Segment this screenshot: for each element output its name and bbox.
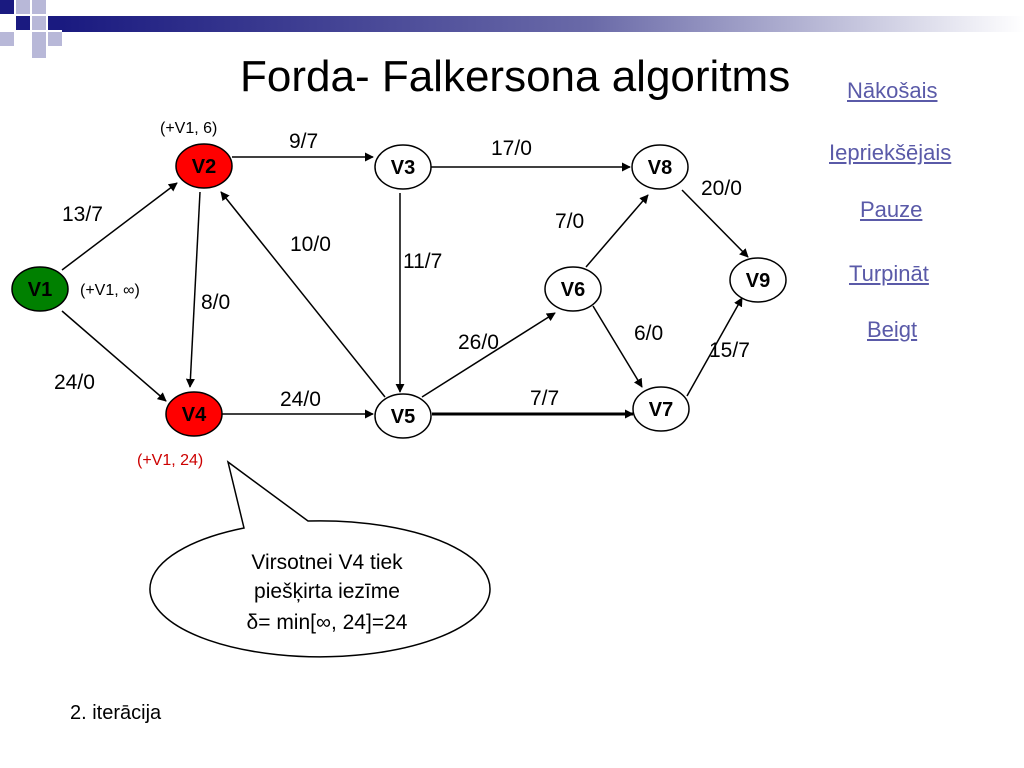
node-shape xyxy=(632,386,690,432)
node-v5: V5 xyxy=(374,393,432,439)
callout-shape xyxy=(149,460,491,658)
edge-label: 6/0 xyxy=(634,322,663,345)
node-v8: V8 xyxy=(631,144,689,190)
mark-v1: (+V1, ∞) xyxy=(80,282,140,299)
edge-labels: 13/7 24/0 9/7 8/0 10/0 17/0 11/7 24/0 26… xyxy=(54,130,750,411)
edge-label: 13/7 xyxy=(62,203,103,226)
deco-square xyxy=(48,16,62,30)
node-shape xyxy=(175,143,233,189)
edge-label: 9/7 xyxy=(289,130,318,153)
edge-label: 24/0 xyxy=(280,388,321,411)
node-label: V5 xyxy=(391,406,415,428)
edge-label: 20/0 xyxy=(701,177,742,200)
deco-square xyxy=(0,32,14,46)
node-shape xyxy=(631,144,689,190)
page-title: Forda- Falkersona algoritms xyxy=(240,52,791,101)
edge-label: 11/7 xyxy=(403,250,442,273)
edge-label: 10/0 xyxy=(290,233,331,256)
deco-square xyxy=(32,46,46,58)
node-v3: V3 xyxy=(374,144,432,190)
node-label: V3 xyxy=(391,157,415,179)
mark-v2: (+V1, 6) xyxy=(160,120,217,137)
edge-label: 7/7 xyxy=(530,387,559,410)
node-v1: V1 xyxy=(11,266,69,312)
node-v9: V9 xyxy=(729,257,787,303)
end-link[interactable]: Beigt xyxy=(867,317,918,342)
edge-label: 7/0 xyxy=(555,210,584,233)
resume-link[interactable]: Turpināt xyxy=(849,261,929,286)
edge-v7-v9 xyxy=(686,297,743,397)
edge-v1-v4 xyxy=(61,310,167,402)
node-label: V9 xyxy=(746,270,770,292)
edge-label: 15/7 xyxy=(709,339,750,362)
node-v4: V4 xyxy=(165,391,223,437)
node-shape xyxy=(729,257,787,303)
node-v2: V2 xyxy=(175,143,233,189)
deco-square xyxy=(48,32,62,46)
callout-line-1: Virsotnei V4 tiek xyxy=(251,551,403,574)
previous-link[interactable]: Iepriekšējais xyxy=(829,140,952,165)
deco-square xyxy=(32,16,46,30)
edge-v2-v4 xyxy=(185,191,201,388)
deco-square xyxy=(32,0,46,14)
edge-v6-v8 xyxy=(585,194,649,268)
next-link[interactable]: Nākošais xyxy=(847,78,938,103)
mark-v4: (+V1, 24) xyxy=(137,452,203,469)
node-label: V6 xyxy=(561,279,585,301)
nodes: V1 V2 V3 V4 V5 V6 V7 V8 xyxy=(11,143,787,439)
node-label: V1 xyxy=(28,279,52,301)
edge-label: 24/0 xyxy=(54,371,95,394)
edge-v5-v2 xyxy=(220,191,386,398)
node-v7: V7 xyxy=(632,386,690,432)
node-label: V4 xyxy=(182,404,207,426)
edge-v1-v2 xyxy=(61,182,178,271)
node-v6: V6 xyxy=(544,266,602,312)
edge-v8-v9 xyxy=(681,189,749,258)
deco-square xyxy=(16,16,30,30)
deco-bar xyxy=(62,16,1024,32)
node-shape xyxy=(165,391,223,437)
edges xyxy=(61,152,749,419)
edge-v6-v7 xyxy=(592,305,643,388)
callout-line-2: piešķirta iezīme xyxy=(254,580,400,603)
node-label: V2 xyxy=(192,156,216,178)
edge-label: 26/0 xyxy=(458,331,499,354)
deco-square xyxy=(16,0,30,14)
node-shape xyxy=(374,144,432,190)
deco-square xyxy=(32,32,46,46)
callout-bubble: Virsotnei V4 tiek piešķirta iezīme δ= mi… xyxy=(149,460,491,658)
iteration-label: 2. iterācija xyxy=(70,702,162,724)
edge-v5-v6 xyxy=(421,312,556,398)
edge-label: 17/0 xyxy=(491,137,532,160)
edge-label: 8/0 xyxy=(201,291,230,314)
node-label: V8 xyxy=(648,157,672,179)
node-shape xyxy=(374,393,432,439)
callout-line-3: δ= min[∞, 24]=24 xyxy=(247,611,408,634)
node-shape xyxy=(544,266,602,312)
node-shape xyxy=(11,266,69,312)
corner-decoration xyxy=(0,0,1024,58)
node-label: V7 xyxy=(649,399,673,421)
deco-square xyxy=(0,0,14,14)
pause-link[interactable]: Pauze xyxy=(860,197,923,222)
